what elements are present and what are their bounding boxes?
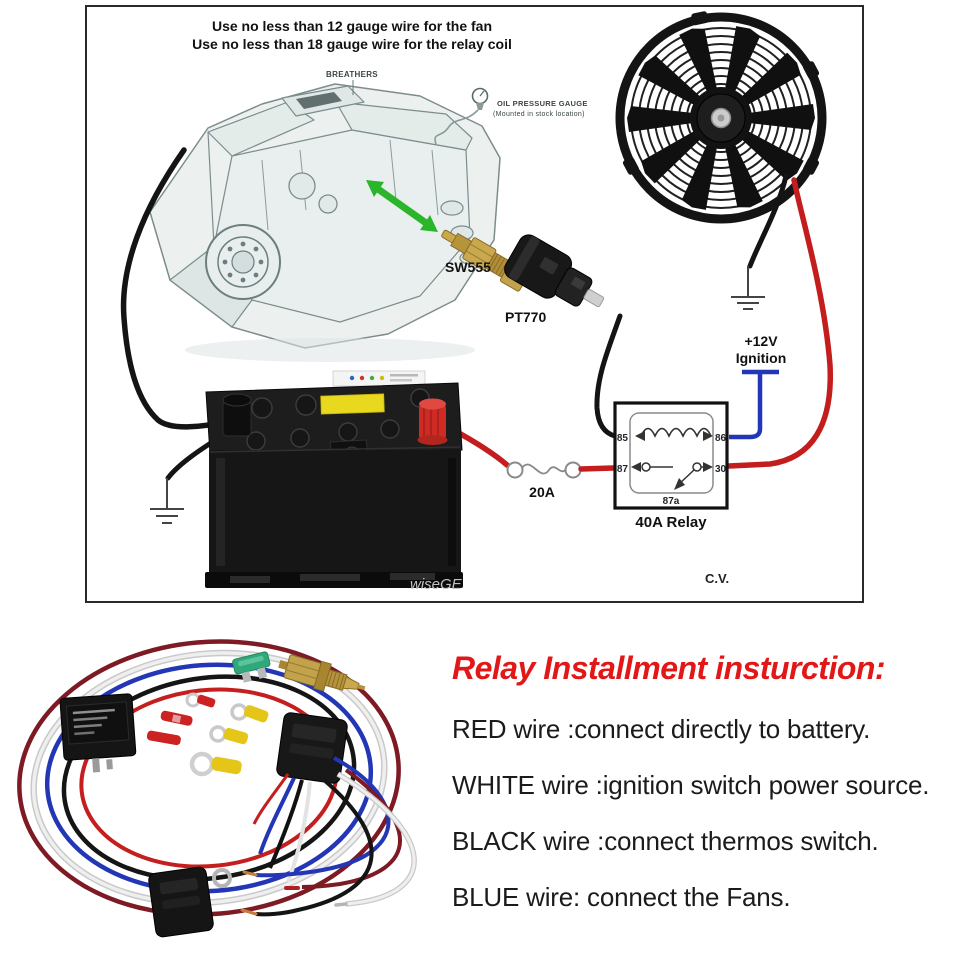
instructions-panel: Relay Installment insturction: RED wire …: [452, 650, 957, 938]
instruction-white-wire: WHITE wire :ignition switch power source…: [452, 770, 930, 800]
kit-relay-socket: [252, 712, 348, 883]
bare-wire-ends: [240, 870, 348, 916]
kit-ring-terminal: [212, 868, 232, 888]
instruction-red-wire: RED wire :connect directly to battery.: [452, 714, 871, 744]
battery-warning-label: [320, 393, 385, 415]
wire-loops: [17, 639, 401, 917]
oil-gauge-label2: (Mounted in stock location): [493, 111, 585, 118]
red-terminals: [146, 692, 216, 746]
relay-terminal-85: 85: [617, 433, 629, 444]
sensor-label: SW555: [445, 259, 491, 275]
fan-black-wire: [747, 173, 789, 269]
ignition-label-line1: +12V: [744, 333, 778, 349]
white-wire-loop: [31, 651, 387, 905]
dark-red-wire-loop: [17, 639, 401, 917]
yellow-terminals: [189, 703, 269, 777]
relay-kit-photo: [17, 639, 417, 938]
instruction-blue-wire: BLUE wire: connect the Fans.: [452, 882, 791, 912]
relay-terminal-87: 87: [617, 464, 629, 475]
oil-pressure-gauge-icon: [434, 87, 489, 145]
instructions-title: Relay Installment insturction:: [452, 650, 886, 686]
fan-red-wire: [726, 177, 834, 469]
oil-gauge-label1: OIL PRESSURE GAUGE: [497, 99, 588, 108]
battery-positive-terminal: [417, 398, 448, 445]
instruction-black-wire: BLACK wire :connect thermos switch.: [452, 826, 879, 856]
fuse-red-wire: [578, 465, 616, 472]
relay-terminal-86: 86: [715, 433, 727, 444]
pressure-connector: [504, 234, 605, 308]
relay-box: 85 86 87 30 87a: [613, 401, 729, 510]
kit-thermo-sensor: [278, 654, 366, 692]
relay-terminal-87a: 87a: [663, 496, 680, 507]
kit-fuse: [232, 651, 271, 683]
fuse-label: 20A: [529, 484, 555, 500]
green-arrow-icon: [366, 180, 438, 232]
kit-bottom-socket: [148, 866, 214, 938]
ground-symbol-fan: [731, 266, 765, 310]
initials-label: C.V.: [705, 571, 729, 586]
blue-wire-loop: [44, 662, 374, 894]
battery: [205, 370, 463, 588]
trailing-wires: [255, 756, 417, 917]
engine-black-wire: [120, 147, 231, 430]
watermark: wiseGE: [410, 576, 463, 593]
ignition-blue-wire: [729, 369, 779, 440]
connector-label: PT770: [505, 309, 546, 325]
ground-symbol-left: [150, 478, 184, 524]
gauge-note-line2: Use no less than 18 gauge wire for the r…: [192, 36, 512, 52]
wiring-diagram: Use no less than 12 gauge wire for the f…: [85, 5, 864, 603]
relay-terminal-30: 30: [715, 464, 727, 475]
ignition-label-line2: Ignition: [736, 350, 787, 366]
black-wire-loop: [61, 674, 357, 882]
relay-box-label: 40A Relay: [635, 514, 707, 531]
engine-illustration: [149, 83, 501, 362]
gauge-note-line1: Use no less than 12 gauge wire for the f…: [212, 18, 492, 34]
kit-relay: [59, 693, 137, 773]
sensor-black-wire: [594, 313, 623, 439]
breathers-label: BREATHERS: [326, 70, 378, 79]
cooling-fan: [615, 11, 827, 224]
